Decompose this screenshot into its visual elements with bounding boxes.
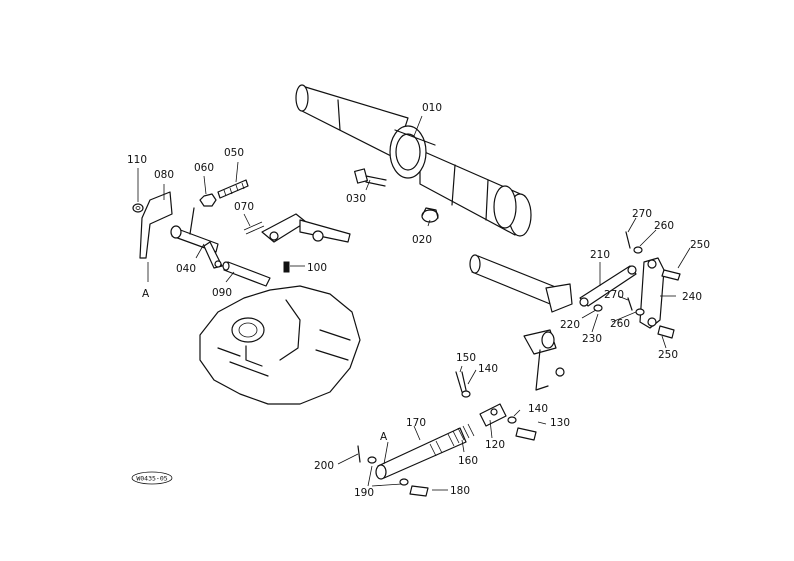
label-060: 060 — [194, 162, 214, 174]
label-250b: 250 — [658, 349, 678, 361]
nut-060 — [199, 193, 217, 207]
label-240: 240 — [682, 291, 702, 303]
figure-reference: W0435-05 — [131, 471, 173, 485]
transmission-case — [199, 285, 361, 405]
shaft-housing-010 — [295, 84, 532, 237]
label-010: 010 — [422, 102, 442, 114]
label-080: 080 — [154, 169, 174, 181]
figure-reference-text: W0435-05 — [136, 475, 167, 483]
label-140b: 140 — [528, 403, 548, 415]
label-180: 180 — [450, 485, 470, 497]
label-110: 110 — [127, 154, 147, 166]
bolt-130 — [515, 427, 537, 441]
leader-lines — [137, 115, 691, 491]
lever-assembly-040 — [170, 207, 223, 269]
label-120: 120 — [485, 439, 505, 451]
label-100: 100 — [307, 262, 327, 274]
bolts-250 — [657, 269, 681, 339]
bolt-030 — [354, 168, 387, 187]
sleeve-020 — [421, 207, 439, 223]
label-140a: 140 — [478, 363, 498, 375]
label-070: 070 — [234, 201, 254, 213]
spring-160 — [447, 423, 475, 447]
label-190: 190 — [354, 487, 374, 499]
pin-200 — [357, 445, 361, 463]
pin-150 — [455, 371, 467, 393]
washers-140-190 — [367, 390, 517, 486]
lever-arms — [261, 213, 351, 243]
part-number-labels: 010 020 030 040 050 060 070 080 090 100 … — [127, 102, 710, 499]
washers-260-220 — [593, 246, 645, 316]
label-030: 030 — [346, 193, 366, 205]
label-040: 040 — [176, 263, 196, 275]
rod-170 — [375, 427, 467, 480]
label-250a: 250 — [690, 239, 710, 251]
marker-a-left: A — [142, 288, 150, 300]
label-230: 230 — [582, 333, 602, 345]
bracket-080 — [139, 191, 173, 259]
spring-pin-070 — [243, 221, 265, 235]
clevis-120 — [479, 403, 507, 427]
arm-240 — [639, 257, 665, 329]
label-260b: 260 — [610, 318, 630, 330]
label-150: 150 — [456, 352, 476, 364]
label-020: 020 — [412, 234, 432, 246]
label-050: 050 — [224, 147, 244, 159]
pin-100 — [283, 261, 290, 273]
label-270a: 270 — [632, 208, 652, 220]
marker-a-bottom: A — [380, 431, 388, 443]
label-090: 090 — [212, 287, 232, 299]
label-220: 220 — [560, 319, 580, 331]
tube-right — [469, 254, 573, 313]
pins-270 — [625, 231, 633, 311]
label-210: 210 — [590, 249, 610, 261]
label-160: 160 — [458, 455, 478, 467]
label-270b: 270 — [604, 289, 624, 301]
arm-210 — [579, 265, 637, 307]
washer-110 — [132, 203, 144, 213]
label-130: 130 — [550, 417, 570, 429]
bolt-050 — [217, 179, 249, 199]
bolt-180 — [409, 485, 429, 497]
label-200: 200 — [314, 460, 334, 472]
label-170: 170 — [406, 417, 426, 429]
bellcrank — [523, 329, 565, 391]
rod-090 — [222, 261, 271, 287]
label-260a: 260 — [654, 220, 674, 232]
